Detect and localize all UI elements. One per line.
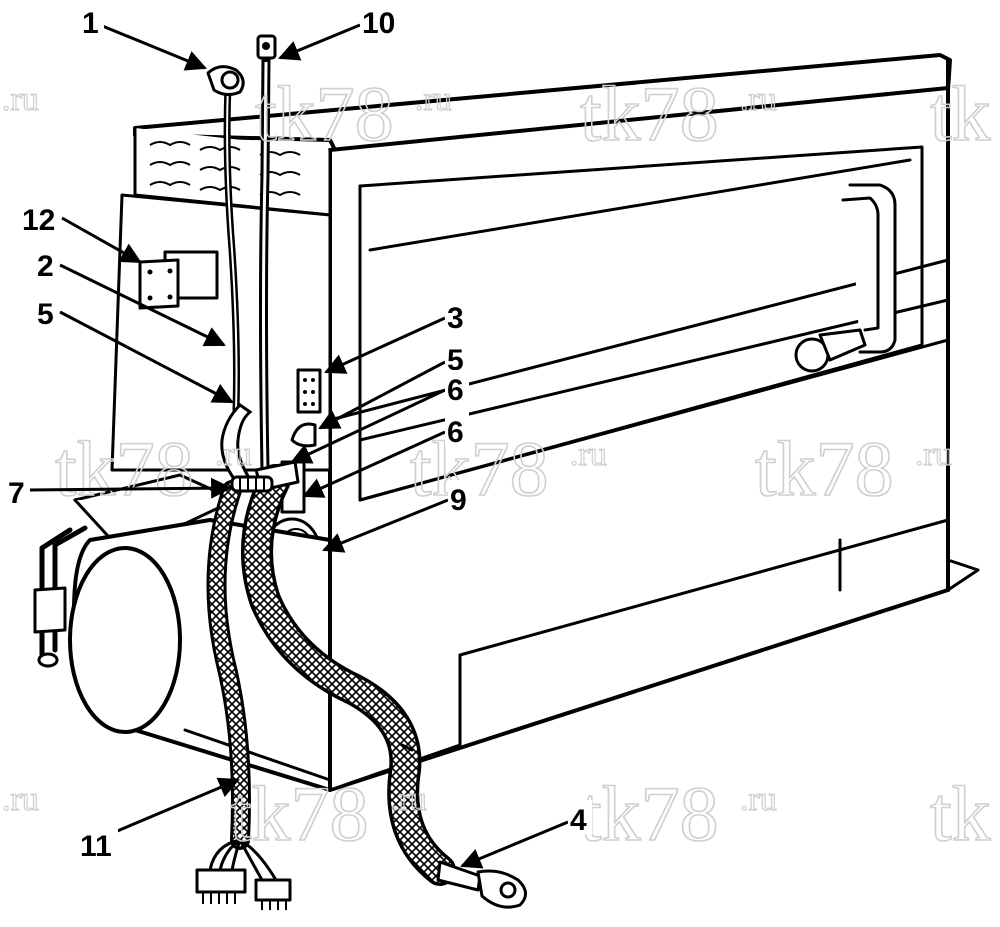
callout-12: 12 bbox=[22, 204, 55, 237]
callout-3: 3 bbox=[447, 302, 464, 335]
power-cable-4 bbox=[241, 464, 527, 909]
callout-4: 4 bbox=[570, 804, 587, 837]
relay-module bbox=[138, 250, 219, 310]
svg-text:.ru: .ru bbox=[415, 81, 452, 118]
leader-2 bbox=[59, 263, 226, 347]
svg-text:tk78: tk78 bbox=[55, 425, 194, 512]
svg-text:.ru: .ru bbox=[740, 81, 777, 118]
svg-text:tk78: tk78 bbox=[755, 425, 894, 512]
callout-2: 2 bbox=[37, 250, 54, 283]
svg-text:.ru: .ru bbox=[390, 781, 427, 818]
svg-text:tk78: tk78 bbox=[255, 70, 394, 157]
svg-text:tk: tk bbox=[930, 70, 991, 157]
callout-9: 9 bbox=[450, 484, 467, 517]
callout-leaders bbox=[29, 23, 569, 869]
leader-11 bbox=[114, 777, 240, 834]
leader-9 bbox=[322, 498, 449, 553]
leader-6b bbox=[302, 430, 446, 498]
leader-12 bbox=[61, 216, 142, 264]
leader-10 bbox=[278, 23, 361, 61]
terminal-junction bbox=[230, 460, 300, 493]
svg-text:tk78: tk78 bbox=[580, 70, 719, 157]
callout-5: 5 bbox=[37, 298, 54, 331]
leader-7 bbox=[29, 477, 233, 499]
leader-4 bbox=[460, 820, 569, 869]
callout-11: 11 bbox=[80, 830, 112, 863]
svg-text:.ru: .ru bbox=[215, 436, 252, 473]
leader-3 bbox=[324, 316, 446, 374]
watermark-layer: 8.ru tk78.ru tk78.ru tk tk78.ru tk78.ru … bbox=[1, 69, 991, 858]
sensor-cable-1 bbox=[206, 65, 245, 414]
leader-5b bbox=[318, 360, 446, 430]
callout-5-right: 5 bbox=[447, 344, 464, 377]
svg-text:.ru: .ru bbox=[2, 81, 39, 118]
svg-text:tk: tk bbox=[930, 770, 991, 857]
svg-text:.ru: .ru bbox=[570, 436, 607, 473]
callout-7: 7 bbox=[8, 477, 25, 510]
callout-6: 6 bbox=[447, 374, 464, 407]
svg-text:tk78: tk78 bbox=[230, 770, 369, 857]
svg-text:.ru: .ru bbox=[915, 436, 952, 473]
svg-text:tk78: tk78 bbox=[580, 770, 719, 857]
wiring-harness-11 bbox=[195, 480, 292, 910]
svg-text:.ru: .ru bbox=[2, 781, 39, 818]
callout-6-lower: 6 bbox=[447, 416, 464, 449]
callout-10: 10 bbox=[362, 7, 395, 40]
callout-labels: 1 10 12 2 5 3 5 6 6 7 9 4 11 bbox=[6, 2, 592, 863]
heater-cabinet bbox=[33, 53, 980, 792]
connector-plate bbox=[296, 368, 322, 414]
svg-text:.ru: .ru bbox=[740, 781, 777, 818]
leader-1 bbox=[99, 23, 207, 71]
ground-cable-10 bbox=[256, 34, 277, 475]
leader-6a bbox=[290, 388, 446, 464]
callout-1: 1 bbox=[82, 7, 99, 40]
leader-5a bbox=[59, 310, 234, 404]
